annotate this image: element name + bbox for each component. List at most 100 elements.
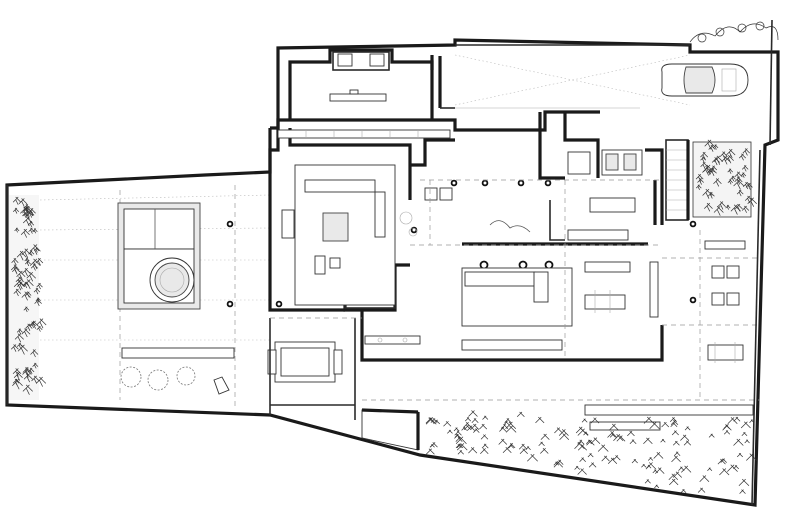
vegetation-mark [616,435,626,442]
vegetation-mark [652,469,659,474]
vegetation-mark [29,258,41,270]
vegetation-mark [36,325,43,332]
vegetation-mark [612,455,621,461]
vegetation-mark [695,184,702,190]
vegetation-mark [680,434,690,441]
vegetation-mark [741,205,750,213]
vegetation-mark [24,257,30,263]
vegetation-mark [607,457,618,464]
vegetation-mark [577,428,589,436]
vegetation-mark [447,429,453,434]
vegetation-mark [647,457,654,461]
vegetation-mark [26,272,37,282]
vegetation-mark [708,433,715,438]
vegetation-mark [742,148,750,156]
vegetation-mark [12,207,20,214]
kitchen [424,149,643,241]
vegetation-mark [670,419,679,425]
vegetation-mark [454,430,462,436]
vegetation-mark [719,468,730,476]
north-block [288,48,455,120]
vegetation-mark [463,424,472,431]
vegetation-mark [740,421,751,429]
vegetation-mark [643,437,653,445]
vegetation-mark [429,443,435,448]
vegetation-mark [33,287,41,295]
vegetation-mark [641,463,647,468]
vegetation-mark [703,164,714,176]
vegetation-mark [741,432,748,437]
vegetation-mark [681,465,692,473]
vegetation-mark [28,227,35,234]
vegetation-mark [35,376,47,387]
vegetation-mark [574,465,580,470]
vegetation-mark [725,204,731,210]
vegetation-mark [31,375,40,384]
vegetation-mark [10,344,19,352]
vegetation-mark [727,417,738,424]
vegetation-mark [32,228,38,234]
vegetation-mark [627,430,635,437]
vegetation-mark [22,216,33,227]
vegetation-mark [672,471,683,478]
vegetation-mark [607,431,618,438]
vegetation-mark [480,434,489,440]
vegetation-mark [14,333,24,343]
vegetation-mark [590,417,600,424]
garden-trees [120,366,230,395]
vegetation-mark [734,176,743,185]
vegetation-mark [443,421,452,427]
vegetation-mark [738,153,747,161]
vegetation-mark [507,442,516,449]
vegetation-mark [16,270,26,280]
vegetation-mark [720,458,727,463]
vegetation-mark [504,418,512,423]
vegetation-mark [538,441,545,447]
vegetation-mark [503,421,510,426]
vegetation-mark [17,344,28,355]
vegetation-mark [683,440,692,446]
vegetation-mark [13,288,22,297]
vegetation-mark [21,328,31,338]
vegetation-mark [725,155,734,164]
vegetation-mark [454,433,461,438]
vegetation-mark [18,198,28,207]
west-terrace-grid [39,185,271,410]
west-garden [9,195,47,400]
vegetation-mark [16,250,27,261]
vegetation-mark [631,458,638,464]
south-entry [361,408,420,451]
vegetation-mark [36,282,43,290]
vegetation-mark [601,455,610,462]
vegetation-mark [30,349,39,358]
vegetation-mark [669,478,679,486]
vegetation-mark [655,467,665,474]
vegetation-mark [699,475,710,482]
vegetation-mark [740,172,747,178]
vegetation-mark [722,424,732,431]
car-icon [661,63,749,97]
vegetation-mark [425,448,435,455]
vegetation-mark [730,204,741,215]
vegetation-mark [464,417,472,422]
vegetation-mark [554,427,563,434]
interior-dashes [410,179,660,360]
vegetation-mark [12,368,22,377]
vegetation-mark [577,444,588,451]
vegetation-mark [35,297,41,303]
south-terrace [267,317,760,420]
vegetation-mark [498,438,508,445]
vegetation-mark [22,384,33,395]
vegetation-mark [22,368,32,378]
vegetation-mark [727,168,733,174]
northeast-garden [692,139,757,218]
vegetation-mark [711,157,720,166]
vegetation-mark [744,439,750,444]
vegetation-mark [669,417,678,422]
vegetation-mark [14,227,20,233]
south-wall-bench [584,404,754,431]
south-garden [425,410,757,494]
vegetation-mark [671,430,679,436]
lounge-pit [117,202,201,310]
